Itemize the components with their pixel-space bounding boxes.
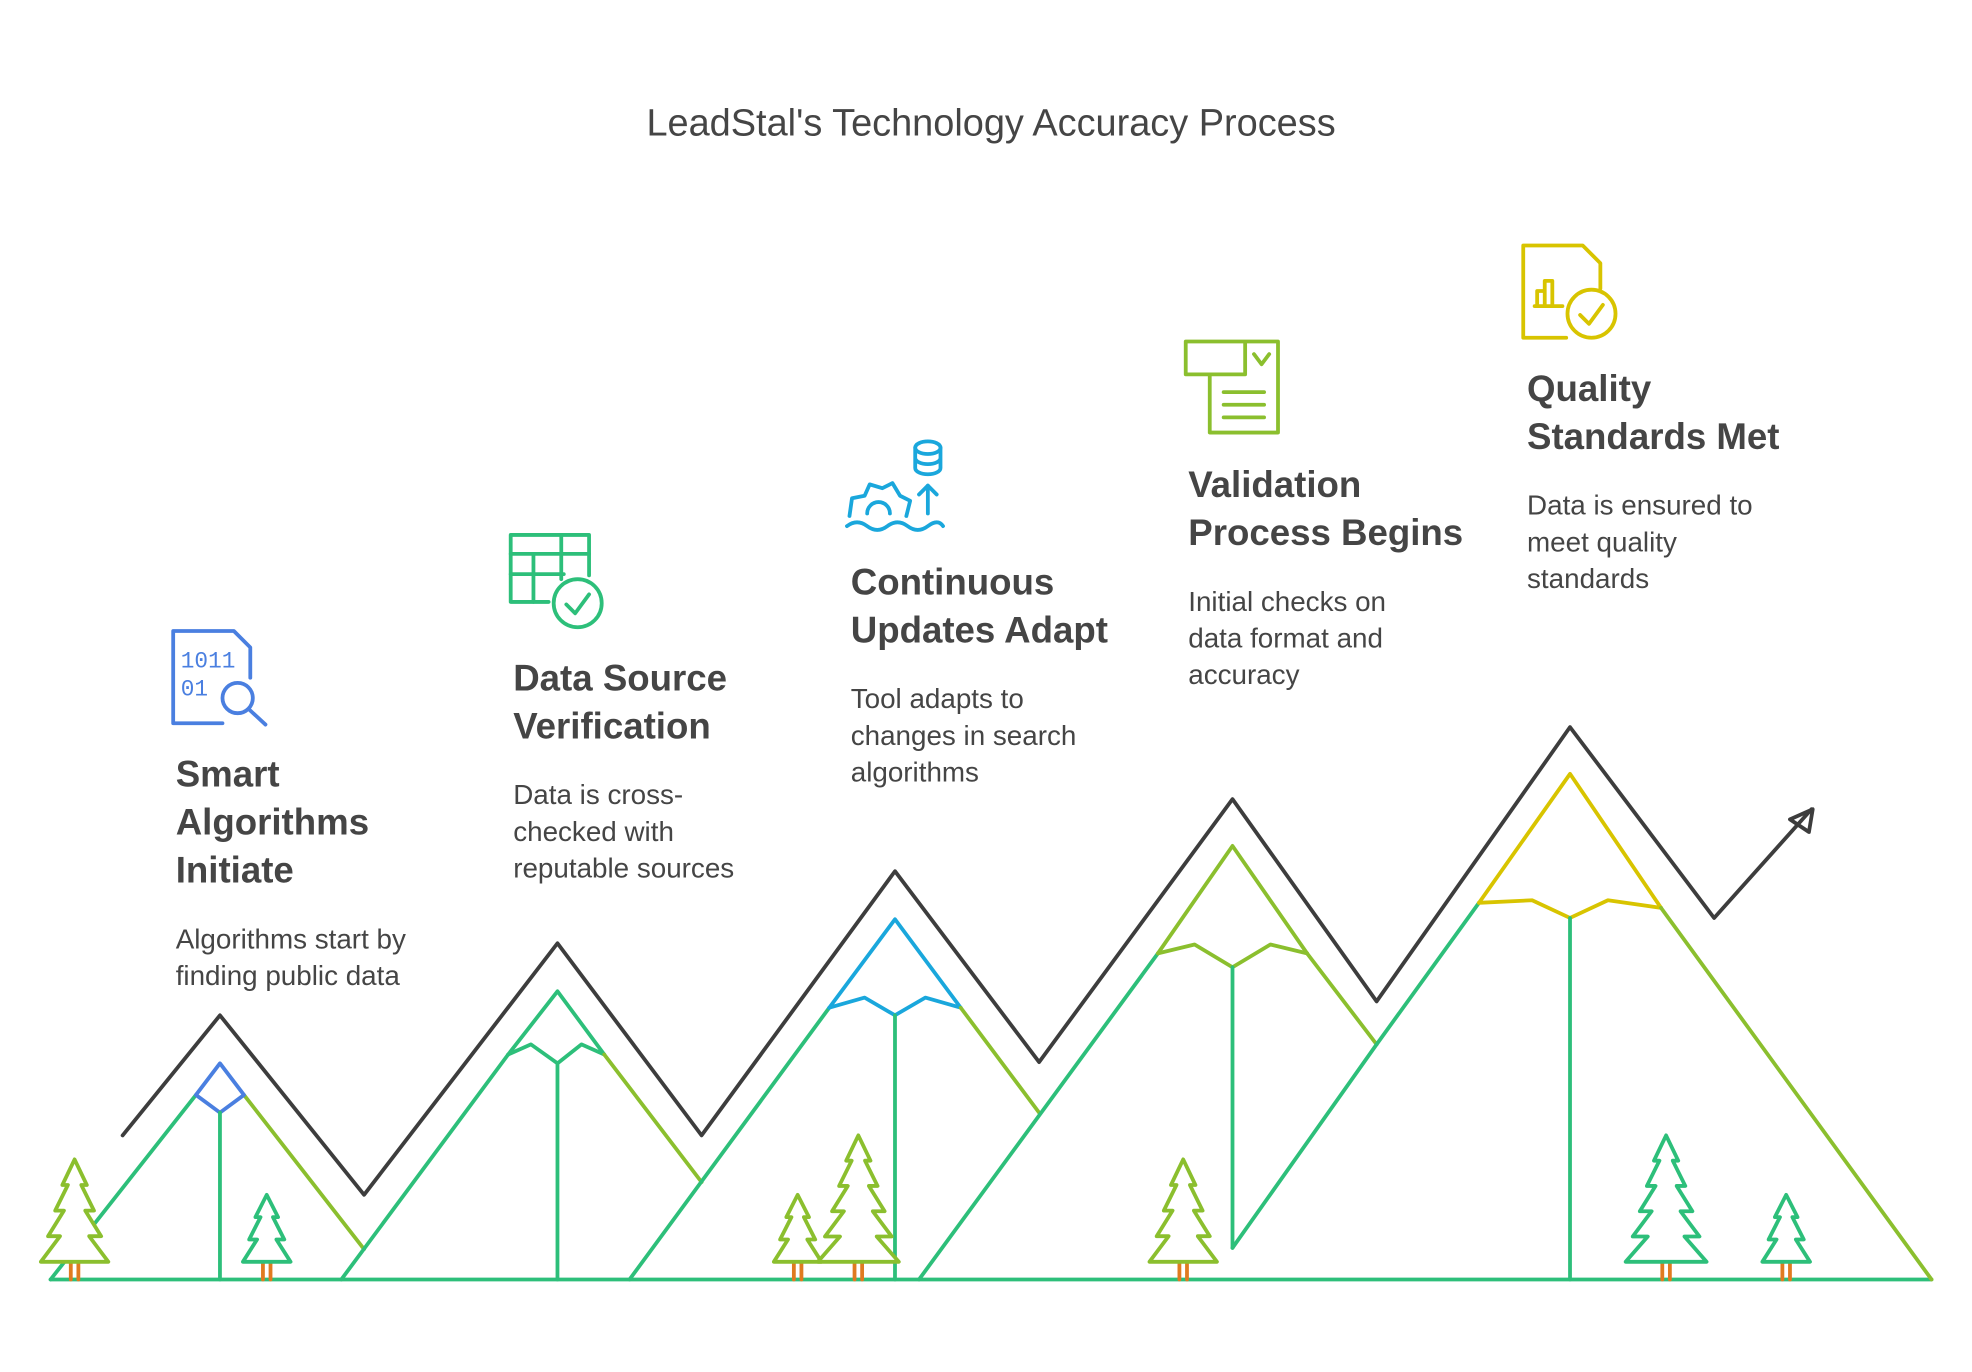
step-description: algorithms: [851, 756, 979, 787]
tree-trunk: [1780, 1259, 1792, 1282]
step-description: checked with: [513, 816, 674, 847]
step-description: meet quality: [1527, 526, 1677, 557]
step-description: finding public data: [176, 960, 401, 991]
step-description: Algorithms start by: [176, 923, 406, 954]
step-description: reputable sources: [513, 853, 734, 884]
tree-trunk: [791, 1259, 804, 1282]
checklist-document-icon: [1183, 339, 1280, 435]
tree-icon: [38, 1157, 111, 1264]
mountain-3: [627, 917, 1041, 1282]
mountain-2: [339, 989, 704, 1282]
step-description: Tool adapts to: [851, 683, 1024, 714]
svg-text:1011: 1011: [181, 649, 236, 675]
step-description: accuracy: [1188, 659, 1299, 690]
gear-database-upload-icon: [845, 439, 945, 532]
tree-icon: [1760, 1192, 1812, 1264]
step-title: Quality: [1527, 368, 1652, 409]
tree-trunk: [852, 1259, 865, 1282]
step-title: Process Begins: [1188, 512, 1463, 553]
step-title: Verification: [513, 705, 711, 746]
binary-search-document-icon: 1011 01: [171, 629, 268, 727]
tree-trunk: [1177, 1259, 1189, 1282]
progress-zigzag-line: [120, 725, 1814, 1197]
step-description: Initial checks on: [1188, 586, 1386, 617]
tree-trunk: [261, 1259, 273, 1282]
tree-icon: [815, 1133, 901, 1264]
tree-icon: [1147, 1157, 1219, 1264]
step-title: Updates Adapt: [851, 609, 1108, 650]
step-description: standards: [1527, 563, 1649, 594]
step-title: Smart: [176, 753, 280, 794]
svg-text:01: 01: [181, 676, 208, 702]
step-description: Data is ensured to: [1527, 490, 1753, 521]
tree-icon: [1623, 1133, 1709, 1264]
tree-trunk: [1660, 1259, 1672, 1282]
page-title: LeadStal's Technology Accuracy Process: [646, 102, 1335, 144]
step-title: Algorithms: [176, 802, 369, 843]
tree-icon: [241, 1192, 293, 1264]
report-check-icon: [1521, 243, 1618, 340]
mountain-5: [1374, 771, 1934, 1282]
mountain-4: [917, 844, 1379, 1282]
step-title: Continuous: [851, 561, 1055, 602]
step-title: Validation: [1188, 464, 1361, 505]
step-title: Data Source: [513, 657, 727, 698]
step-description: data format and: [1188, 622, 1383, 653]
step-description: Data is cross-: [513, 779, 683, 810]
arrow-head-icon: [1788, 807, 1815, 834]
tree-trunk: [68, 1259, 81, 1282]
tree-icon: [771, 1192, 824, 1264]
step-description: changes in search: [851, 720, 1077, 751]
table-check-icon: [508, 533, 604, 630]
step-title: Initiate: [176, 850, 294, 891]
step-title: Standards Met: [1527, 416, 1779, 457]
